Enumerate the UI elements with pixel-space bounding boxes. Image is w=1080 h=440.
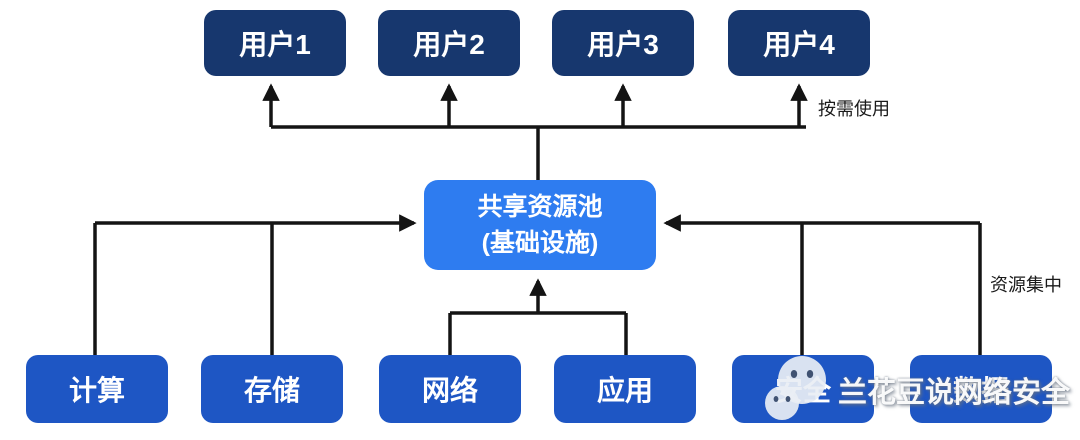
user-box-2: 用户2 <box>378 10 520 76</box>
shared-resource-pool-box: 共享资源池 (基础设施) <box>424 180 656 270</box>
user-box-1: 用户1 <box>204 10 346 76</box>
pool-label-line2: (基础设施) <box>481 229 599 257</box>
pool-label: 共享资源池 (基础设施) <box>477 189 602 262</box>
resource-box-application: 应用 <box>554 355 696 423</box>
user-box-4: 用户4 <box>728 10 870 76</box>
pool-label-line1: 共享资源池 <box>477 192 603 221</box>
user-box-3: 用户3 <box>552 10 694 76</box>
annotation-resource-concentration: 资源集中 <box>990 275 1062 295</box>
resource-box-network: 网络 <box>379 355 521 423</box>
resource-box-data: 数据 <box>910 355 1052 423</box>
resource-box-security: 安全 <box>732 355 874 423</box>
annotation-on-demand-use: 按需使用 <box>818 99 890 119</box>
resource-box-compute: 计算 <box>26 355 168 423</box>
resource-box-storage: 存储 <box>201 355 343 423</box>
